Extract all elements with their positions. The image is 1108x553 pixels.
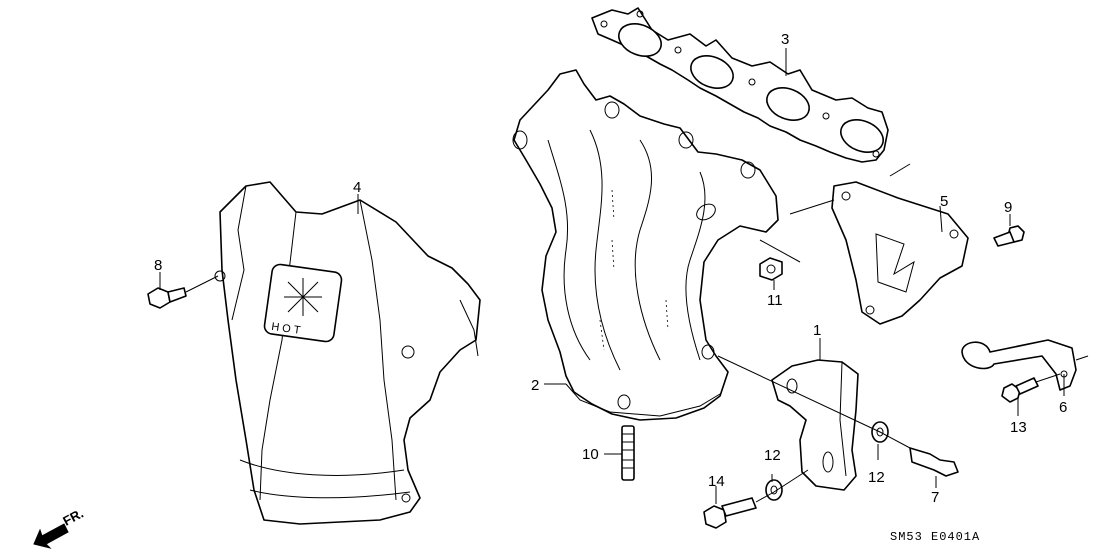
callout-13: 13 — [1010, 419, 1027, 436]
callout-7: 7 — [931, 489, 939, 506]
nut-11 — [759, 257, 783, 281]
manifold-bracket — [771, 359, 859, 491]
heat-shield: HOT — [214, 181, 481, 525]
callout-4: 4 — [353, 179, 361, 196]
front-direction-indicator: FR. — [33, 506, 86, 549]
stud-10 — [621, 425, 635, 481]
bolt-9 — [993, 225, 1025, 247]
callout-10: 10 — [582, 446, 599, 463]
callout-labels: 1 2 3 4 5 6 7 8 9 10 11 12 12 13 14 — [154, 31, 1067, 506]
bolt-8 — [147, 287, 187, 309]
exhaust-manifold — [512, 69, 779, 421]
callout-1: 1 — [813, 322, 821, 339]
callout-6: 6 — [1059, 399, 1067, 416]
callout-12b: 12 — [764, 447, 781, 464]
diagram-code: SM53 E0401A — [890, 530, 980, 544]
callout-5: 5 — [940, 193, 948, 210]
bolt-7 — [909, 447, 959, 477]
callout-3: 3 — [781, 31, 789, 48]
callout-9: 9 — [1004, 199, 1012, 216]
leader-lines — [159, 48, 1089, 504]
front-arrow-icon — [33, 523, 69, 549]
heat-shield-logo-text: HOT — [271, 321, 305, 337]
callout-12a: 12 — [868, 469, 885, 486]
bolt-14 — [703, 497, 757, 529]
callout-11: 11 — [767, 292, 783, 309]
callout-14: 14 — [708, 473, 725, 490]
bracket-plate — [831, 181, 969, 325]
callout-8: 8 — [154, 257, 162, 274]
clamp-bracket — [961, 339, 1077, 391]
callout-2: 2 — [531, 377, 539, 394]
bolt-13 — [1001, 377, 1039, 403]
washer-12b — [765, 479, 783, 501]
manifold-gasket — [591, 7, 889, 163]
